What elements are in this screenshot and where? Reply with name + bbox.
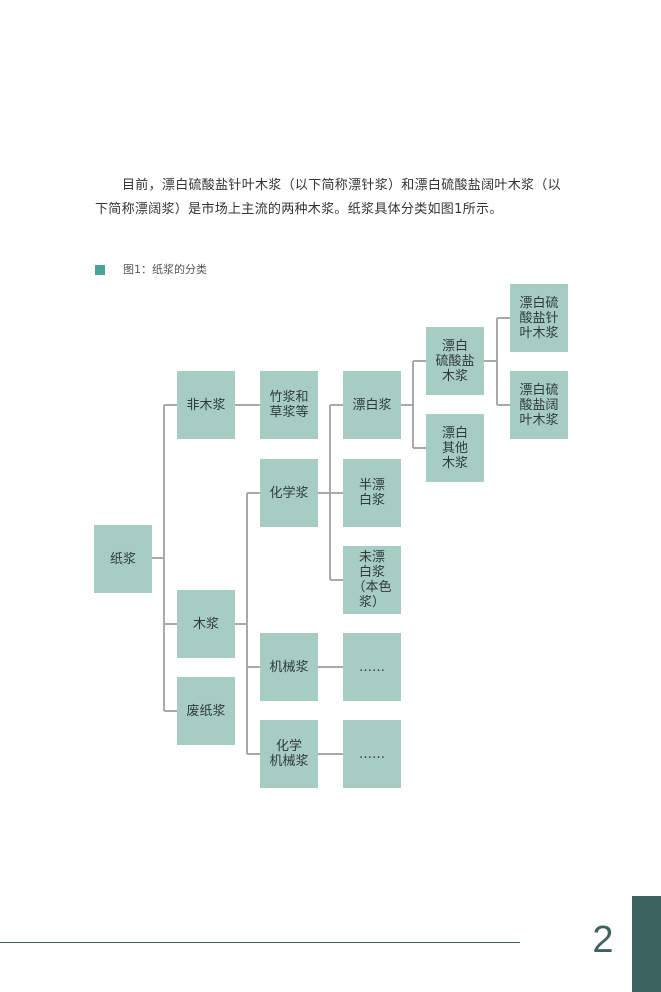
node-bleached-other-wood-pulp: 漂白 其他 木浆 bbox=[426, 414, 484, 482]
page-edge-tab bbox=[632, 896, 661, 992]
node-chemi-mechanical-more: …… bbox=[343, 720, 401, 788]
caption-marker bbox=[95, 265, 105, 275]
node-bleached-sulfate-softwood-pulp: 漂白硫 酸盐针 叶木浆 bbox=[510, 284, 568, 352]
node-waste-paper-pulp: 废纸浆 bbox=[177, 677, 235, 745]
node-bleached-sulfate-hardwood-pulp: 漂白硫 酸盐阔 叶木浆 bbox=[510, 371, 568, 439]
node-pulp: 纸浆 bbox=[94, 525, 152, 593]
node-chemi-mechanical-pulp: 化学 机械浆 bbox=[260, 720, 318, 788]
node-semi-bleached-pulp: 半漂 白浆 bbox=[343, 459, 401, 527]
node-bleached-sulfate-wood-pulp: 漂白 硫酸盐 木浆 bbox=[426, 327, 484, 395]
caption-text: 图1：纸浆的分类 bbox=[123, 263, 207, 276]
node-bamboo-straw-pulp: 竹浆和 草浆等 bbox=[260, 371, 318, 439]
node-mechanical-pulp: 机械浆 bbox=[260, 633, 318, 701]
page-number: 2 bbox=[592, 919, 614, 961]
footer-rule bbox=[0, 942, 520, 943]
node-bleached-pulp: 漂白浆 bbox=[343, 371, 401, 439]
node-non-wood-pulp: 非木浆 bbox=[177, 371, 235, 439]
node-wood-pulp: 木浆 bbox=[177, 590, 235, 658]
node-mechanical-more: …… bbox=[343, 633, 401, 701]
node-chemical-pulp: 化学浆 bbox=[260, 459, 318, 527]
node-unbleached-pulp: 未漂 白浆 （本色浆） bbox=[343, 546, 401, 614]
body-paragraph: 目前，漂白硫酸盐针叶木浆（以下简称漂针浆）和漂白硫酸盐阔叶木浆（以下简称漂阔浆）… bbox=[95, 178, 561, 217]
